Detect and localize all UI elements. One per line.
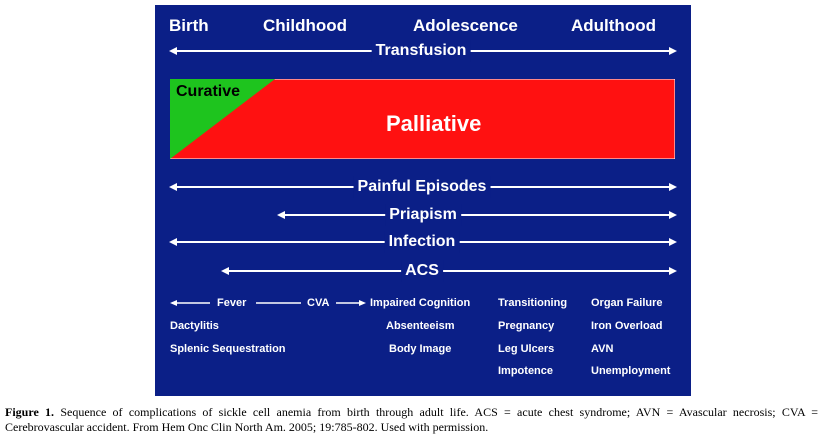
curative-region bbox=[170, 79, 275, 159]
stage-adulthood: Adulthood bbox=[571, 16, 656, 35]
stage-adolescence: Adolescence bbox=[413, 16, 518, 35]
col4-item: AVN bbox=[591, 343, 614, 355]
painful-episodes-label: Painful Episodes bbox=[353, 176, 491, 198]
caption-text: Sequence of complications of sickle cell… bbox=[5, 405, 818, 434]
acs-arrow: ACS bbox=[155, 260, 691, 282]
col1-item: Dactylitis bbox=[170, 320, 219, 332]
col3-item: Pregnancy bbox=[498, 320, 555, 332]
col4-item: Iron Overload bbox=[591, 320, 663, 332]
col3-item: Leg Ulcers bbox=[498, 343, 555, 355]
col3-item: Impotence bbox=[498, 365, 554, 377]
stage-birth: Birth bbox=[169, 16, 209, 35]
infection-label: Infection bbox=[384, 231, 460, 253]
priapism-arrow: Priapism bbox=[155, 204, 691, 226]
acs-line bbox=[221, 267, 677, 275]
cva-label: CVA bbox=[307, 297, 330, 309]
transfusion-label: Transfusion bbox=[371, 40, 471, 62]
col2-item: Absenteeism bbox=[386, 320, 455, 332]
col4-item: Organ Failure bbox=[591, 297, 663, 309]
painful-episodes-arrow: Painful Episodes bbox=[155, 176, 691, 198]
col1-item: Splenic Sequestration bbox=[170, 343, 286, 355]
palliative-label: Palliative bbox=[386, 111, 482, 136]
col4-item: Unemployment bbox=[591, 365, 671, 377]
fever-label: Fever bbox=[217, 297, 247, 309]
infection-arrow: Infection bbox=[155, 231, 691, 253]
priapism-line bbox=[277, 211, 677, 219]
priapism-label: Priapism bbox=[385, 204, 461, 226]
col2-item: Body Image bbox=[389, 343, 452, 355]
treatment-bar bbox=[170, 79, 675, 159]
curative-label: Curative bbox=[176, 83, 241, 100]
acs-label: ACS bbox=[401, 260, 443, 282]
impaired-cognition-label: Impaired Cognition bbox=[370, 297, 471, 309]
col3-item: Transitioning bbox=[498, 297, 568, 309]
early-complications-line bbox=[170, 300, 366, 306]
figure-caption: Figure 1. Sequence of complications of s… bbox=[5, 405, 818, 435]
transfusion-arrow: Transfusion bbox=[155, 40, 691, 62]
diagram-panel: Birth Childhood Adolescence Adulthood Tr… bbox=[155, 5, 691, 396]
caption-label: Figure 1. bbox=[5, 405, 55, 419]
stage-childhood: Childhood bbox=[263, 16, 348, 35]
